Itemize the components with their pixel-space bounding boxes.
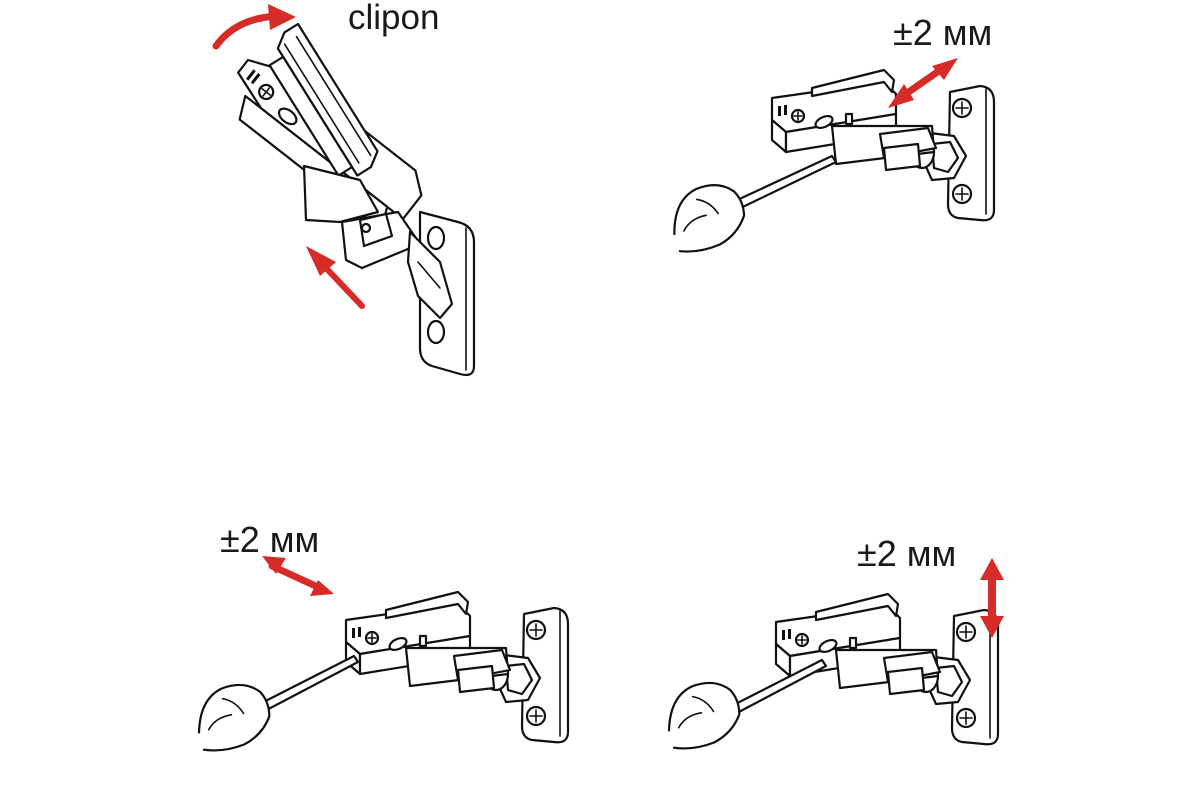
height-adjust-panel	[657, 558, 1004, 756]
side-adjust-panel	[187, 556, 570, 758]
push-arrow-head	[306, 246, 336, 276]
side-adjust-label: ±2 мм	[220, 519, 320, 560]
depth-adjust-panel	[662, 58, 996, 259]
clipon-label: clipon	[348, 0, 440, 37]
depth-adjust-label: ±2 мм	[893, 12, 993, 53]
curved-arrow-head	[268, 4, 296, 30]
push-arrow	[323, 265, 365, 309]
curved-arrow	[212, 12, 282, 50]
height-adjust-label: ±2 мм	[857, 533, 957, 574]
clip-on-panel	[212, 4, 476, 377]
